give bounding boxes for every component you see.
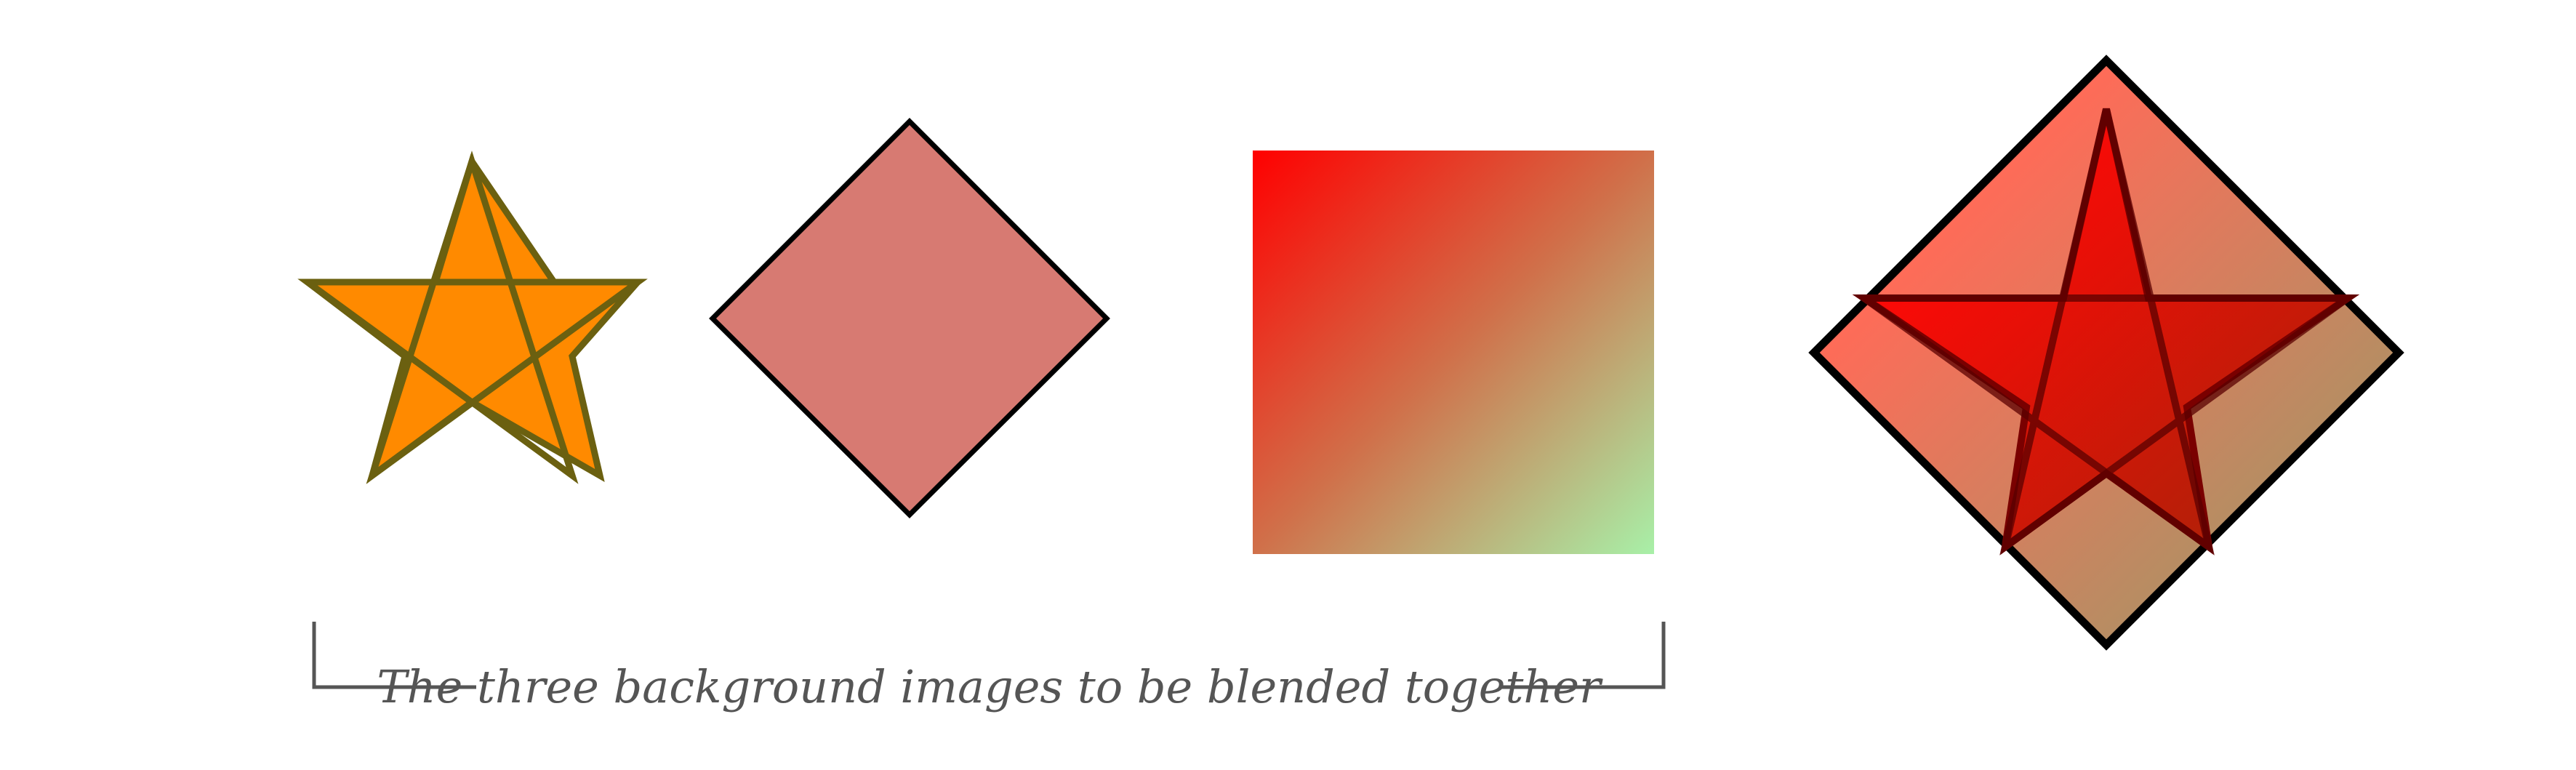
gradient-square bbox=[1253, 151, 1654, 554]
blended-star-outline bbox=[1853, 108, 2359, 556]
blended-result bbox=[1808, 55, 2404, 651]
orange-star-outline bbox=[297, 151, 648, 484]
bracket-caption: The three background images to be blende… bbox=[377, 660, 1603, 713]
pink-diamond-shape bbox=[709, 118, 1110, 518]
group-bracket bbox=[312, 622, 1666, 689]
